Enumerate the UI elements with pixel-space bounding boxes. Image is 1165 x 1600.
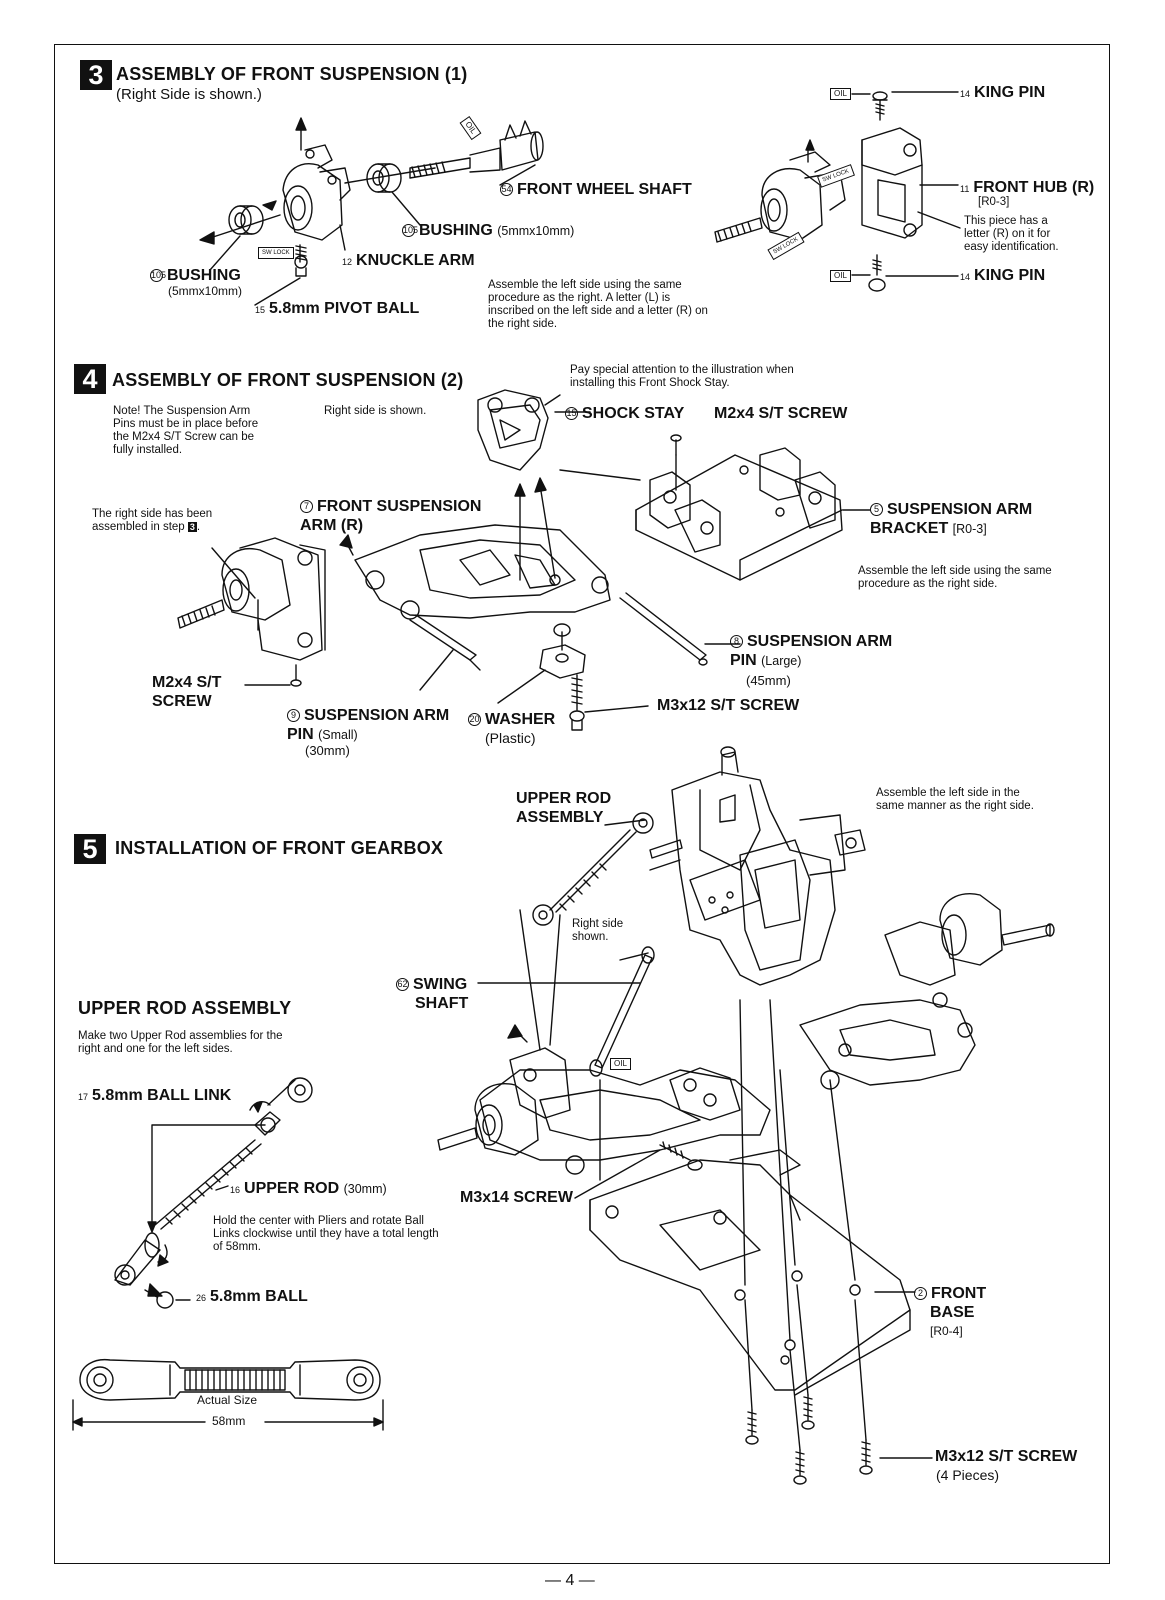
page-frame [54,44,1110,1564]
chassis-left-suspension-illustration [437,1047,771,1175]
swlock-tag: SW LOCK [258,247,294,259]
m3x14-screw-illustration [659,1141,703,1171]
upper-rod-description: Make two Upper Rod assemblies for the ri… [78,1030,283,1055]
shock-stay-illustration [477,389,561,471]
front-wheel-shaft-illustration [409,120,544,179]
front-base-illustration [589,1149,911,1396]
m2x4-screw-illustration [290,434,682,687]
pin-small-length: (30mm) [305,743,350,758]
bushing-left-size: (5mmx10mm) [168,284,242,298]
upper-rod-title: UPPER ROD ASSEMBLY [78,998,292,1018]
front-hub-illustration [861,91,923,292]
actual-size-label: Actual Size [197,1393,258,1407]
gearbox-illustration [649,746,866,986]
step-4-right-side: Right side is shown. [324,405,427,417]
front-base-ref: [R0-4] [930,1324,963,1338]
label-bushing-left: 105BUSHING [150,267,241,284]
m3x12-quantity: (4 Pieces) [936,1467,1000,1483]
m3x12-screw-illustration [569,674,585,731]
step-4-title: ASSEMBLY OF FRONT SUSPENSION (2) [112,370,464,390]
bushing-illustration [228,163,402,235]
pins-illustration [409,592,708,671]
chassis-right-suspension-illustration [799,893,1055,1090]
knuckle-arm-illustration [199,117,436,245]
upper-rod-instruction: Hold the center with Pliers and rotate B… [213,1215,439,1253]
upper-rod-threaded-illustration [154,1139,262,1230]
washer-sub: (Plastic) [485,730,536,746]
front-hub-ref: [R0-3] [978,196,1010,208]
hub-note: This piece has a letter (R) on it for ea… [964,215,1059,253]
upper-rod-illustration [532,812,654,926]
label-m2x4-top: M2x4 S/T SCREW [714,405,848,422]
upper-rod-actual-size-illustration [72,1358,384,1431]
step-3-title: ASSEMBLY OF FRONT SUSPENSION (1) [116,64,468,84]
label-bushing-right: 105BUSHING (5mmx10mm) [402,222,575,239]
suspension-knuckle-assembly-illustration [177,537,326,661]
washer-illustration [539,623,586,679]
step-3-number: 3 [80,60,112,90]
step-3-subtitle: (Right Side is shown.) [116,86,262,103]
step-5-number: 5 [74,834,106,864]
suspension-arm-illustration [354,524,611,620]
m3x12-screws-4-illustration [745,1394,873,1485]
step-4-note: Note! The Suspension Arm Pins must be in… [113,405,259,456]
step-4-left-note: Assemble the left side using the same pr… [858,565,1052,590]
ball-illustration [144,1283,174,1309]
oil-tag-top: OIL [830,88,851,100]
pivot-ball-illustration [294,244,308,277]
suspension-bracket-illustration [635,447,843,581]
step-5-right-side: Right side shown. [572,918,624,943]
ball-link-bottom-illustration [114,1232,169,1286]
pay-attention-note: Pay special attention to the illustratio… [570,364,794,389]
label-m3x12-step4: M3x12 S/T SCREW [657,697,800,714]
oil-tag-step5: OIL [610,1058,631,1070]
label-m3x12-step5: M3x12 S/T SCREW [935,1448,1078,1465]
hub-knuckle-illustration [714,139,846,243]
step-5-title: INSTALLATION OF FRONT GEARBOX [115,838,444,858]
length-58mm: 58mm [212,1414,246,1428]
step-3-assemble-note: Assemble the left side using the same pr… [488,279,708,330]
label-m3x14: M3x14 SCREW [460,1189,573,1206]
right-assembled-note: The right side has been assembled in ste… [92,508,213,533]
step-4-number: 4 [74,364,106,394]
page-number: — 4 — [545,1572,595,1589]
step-5-left-note: Assemble the left side in the same manne… [876,787,1034,812]
ball-link-top-illustration [249,1077,313,1136]
swing-shaft-illustration [589,946,655,1077]
pin-large-length: (45mm) [746,673,791,688]
oil-tag-bottom: OIL [830,270,851,282]
